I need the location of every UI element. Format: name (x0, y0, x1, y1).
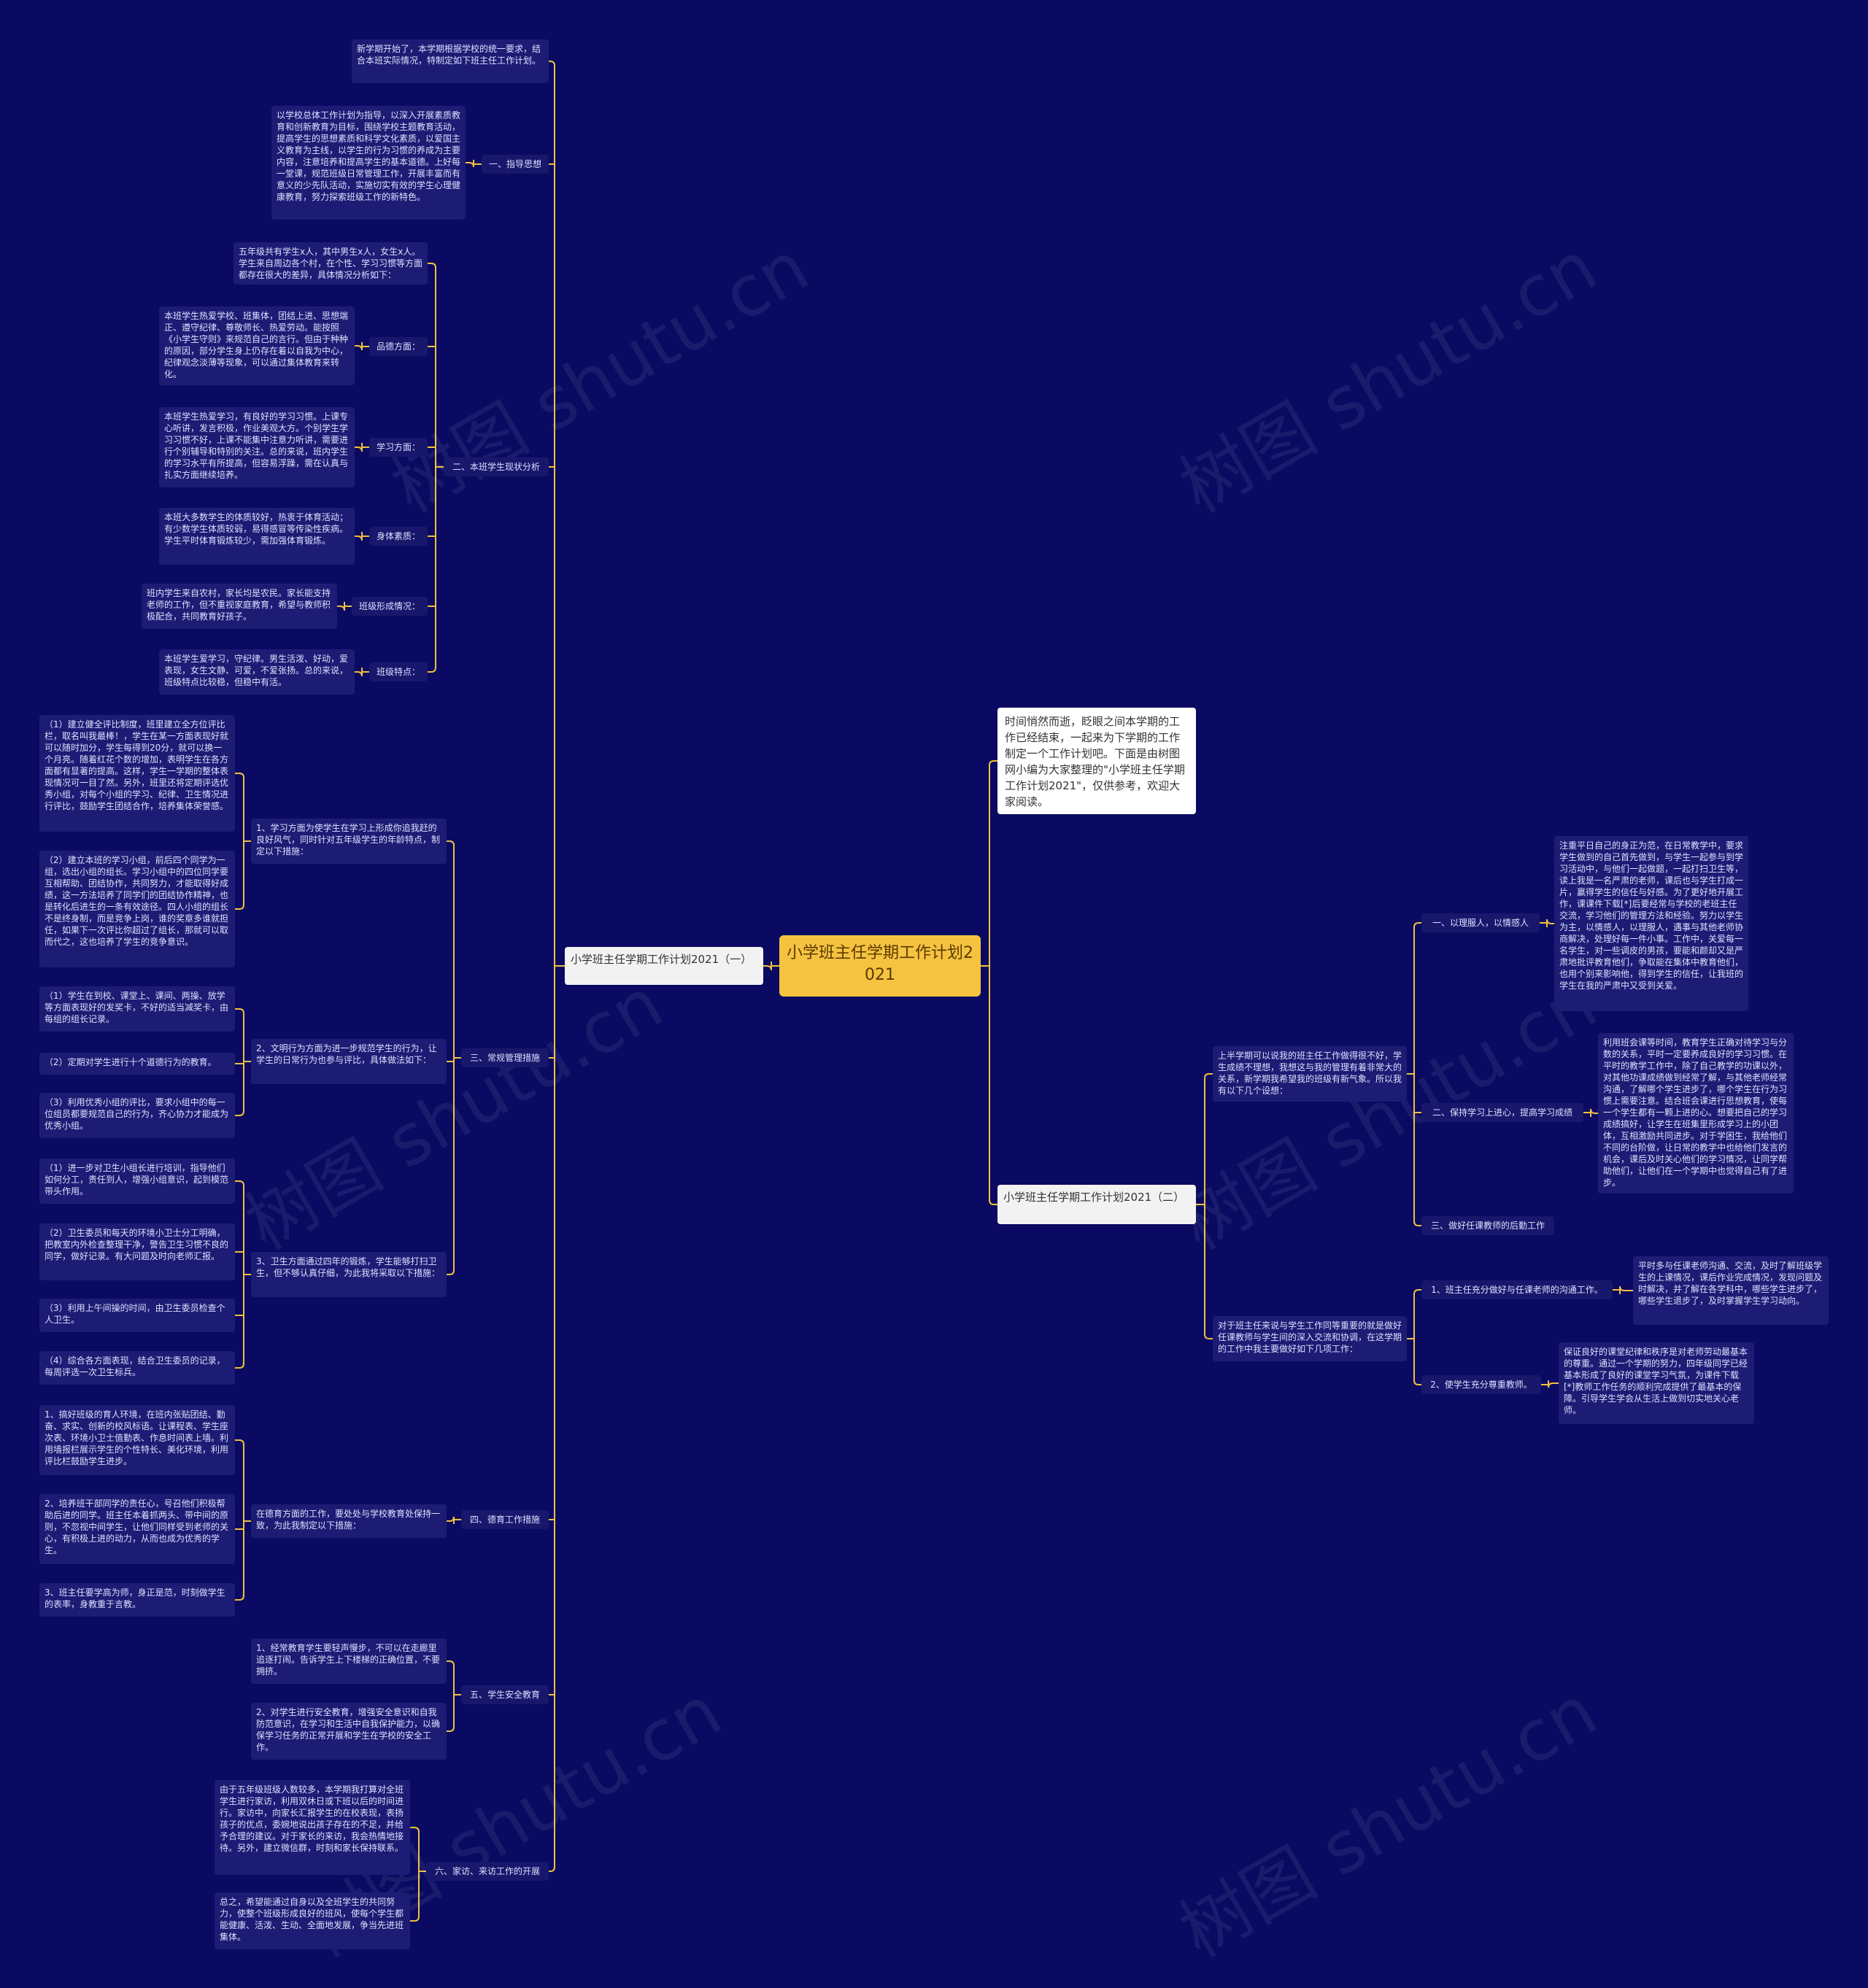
behavior-measure-item[interactable]: （1）学生在到校、课堂上、课间、两操、放学等方面表现好的发奖卡，不好的适当减奖卡… (39, 986, 235, 1032)
analysis-text-formation[interactable]: 班内学生来自农村，家长均是农民。家长能支持老师的工作，但不重视家庭教育，希望与教… (142, 584, 337, 629)
goal-label-teacher-support[interactable]: 三、做好任课教师的后勤工作 (1421, 1216, 1554, 1235)
analysis-label-formation[interactable]: 班级形成情况： (352, 597, 428, 616)
connector-line (1590, 1108, 1598, 1114)
coordination-label-respect[interactable]: 2、使学生充分尊重教师。 (1421, 1375, 1541, 1394)
analysis-text-features[interactable]: 本班学生爱学习，守纪律。男生活泼、好动，爱表现，女生文静、可爱，不爱张扬。总的来… (159, 649, 355, 695)
plan-two-goals-text[interactable]: 上半学期可以说我的班主任工作做得很不好，学生成绩不理想，我想这与我的管理有着非常… (1213, 1046, 1407, 1102)
analysis-text-study[interactable]: 本班学生热爱学习，有良好的学习习惯。上课专心听讲，发言积极，作业美观大方。个别学… (159, 407, 355, 487)
connector-line (763, 965, 772, 971)
hygiene-measure-item[interactable]: （1）进一步对卫生小组长进行培训，指导他们如何分工，责任到人，增强小组意识，起到… (39, 1159, 235, 1204)
hygiene-measure-item[interactable]: （3）利用上午间操的时间，由卫生委员检查个人卫生。 (39, 1299, 235, 1332)
study-measure-item[interactable]: （2）建立本班的学习小组，前后四个同学为一组，选出小组的组长。学习小组中的四位同… (39, 851, 235, 967)
section-routine-management[interactable]: 三、常规管理措施 (461, 1048, 549, 1067)
connector-line (355, 671, 363, 677)
section-moral-education[interactable]: 四、德育工作措施 (461, 1510, 549, 1529)
analysis-label-study[interactable]: 学习方面： (369, 438, 428, 457)
section-home-visits[interactable]: 六、家访、来访工作的开展 (426, 1862, 549, 1881)
connector-line (235, 1110, 244, 1116)
connector-line (235, 904, 244, 910)
connector-line (549, 1866, 555, 1872)
analysis-label-morality[interactable]: 品德方面： (369, 337, 428, 356)
plan-one-intro[interactable]: 新学期开始了，本学期根据学校的统一要求，结合本班实际情况，特制定如下班主任工作计… (352, 39, 549, 83)
coordination-text-respect[interactable]: 保证良好的课堂纪律和秩序是对老师劳动最基本的尊重。通过一个学期的努力，四年级同学… (1559, 1342, 1754, 1424)
connector-line (447, 1516, 455, 1522)
section-guiding-thought[interactable]: 一、指导思想 (482, 155, 549, 174)
coordination-label-communication[interactable]: 1、班主任充分做好与任课老师的沟通工作。 (1421, 1280, 1613, 1299)
goal-label-study-progress[interactable]: 二、保持学习上进心，提高学习成绩 (1421, 1103, 1583, 1122)
hygiene-measure-item[interactable]: （2）卫生委员和每天的环境小卫士分工明确，把教室内外检查整理干净，警告卫生习惯不… (39, 1223, 235, 1280)
connector-line (235, 1595, 244, 1601)
guiding-thought-text[interactable]: 以学校总体工作计划为指导，以深入开展素质教育和创新教育为目标，围绕学校主题教育活… (271, 106, 466, 220)
home-visit-item[interactable]: 总之，希望能通过自身以及全班学生的共同努力，使整个班级形成良好的班风，使每个学生… (215, 1892, 410, 1949)
goal-text-study-progress[interactable]: 利用班会课等时间，教育学生正确对待学习与分数的关系，平时一定要养成良好的学习习惯… (1598, 1033, 1794, 1194)
analysis-label-features[interactable]: 班级特点： (369, 662, 428, 681)
moral-education-text[interactable]: 在德育方面的工作，要处处与学校教育处保持一致，为此我制定以下措施： (251, 1504, 447, 1538)
behavior-measure-item[interactable]: （2）定期对学生进行十个道德行为的教育。 (39, 1053, 235, 1075)
connector-line (447, 1726, 455, 1732)
plan-two-coordination-text[interactable]: 对于班主任来说与学生工作同等重要的就是做好任课教师与学生间的深入交流和协调，在这… (1213, 1316, 1407, 1361)
routine-behavior-measures[interactable]: 2、文明行为方面为进一步规范学生的行为，让学生的日常行为也参与评比，具体做法如下… (251, 1039, 447, 1084)
connector-line (466, 162, 474, 168)
connector-line (1204, 1334, 1213, 1339)
connector-line (235, 1008, 244, 1014)
moral-education-item[interactable]: 3、班主任要学高为师，身正是范，时刻做学生的表率，身教重于言教。 (39, 1583, 235, 1617)
goal-text-reason-emotion[interactable]: 注重平日自己的身正为范，在日常教学中，要求学生做到的自己首先做到，与学生一起参与… (1554, 836, 1748, 1011)
branch-plan-two[interactable]: 小学班主任学期工作计划2021（二） (997, 1185, 1196, 1224)
analysis-text-physique[interactable]: 本班大多数学生的体质较好，热衷于体育活动；有少数学生体质较弱，易得感冒等传染性疾… (159, 508, 355, 565)
goal-label-reason-emotion[interactable]: 一、以理服人，以情感人 (1421, 913, 1540, 932)
connector-line (989, 760, 997, 766)
connector-line (235, 1439, 244, 1445)
connector-line (235, 1180, 244, 1186)
routine-hygiene-measures[interactable]: 3、卫生方面通过四年的锻炼，学生能够打扫卫生，但不够认真仔细，为此我将采取以下措… (251, 1252, 447, 1297)
connector-line (235, 773, 244, 778)
connector-line (1548, 1382, 1559, 1388)
hygiene-measure-item[interactable]: （4）综合各方面表现，结合卫生委员的记录，每周评选一次卫生标兵。 (39, 1351, 235, 1385)
connector-line (447, 840, 455, 846)
moral-education-item[interactable]: 1、搞好班级的育人环境，在班内张贴团结、勤奋、求实、创新的校风标语。让课程表、学… (39, 1405, 235, 1475)
connector-line (989, 1199, 997, 1205)
connector-line (1413, 922, 1421, 928)
connector-line (1204, 1073, 1213, 1079)
connector-line (1413, 1289, 1421, 1295)
connector-line (549, 61, 555, 66)
connector-line (1413, 1380, 1421, 1385)
connector-line (337, 606, 345, 611)
safety-education-item[interactable]: 1、经常教育学生要轻声慢步，不可以在走廊里追逐打闹。告诉学生上下楼梯的正确位置，… (251, 1639, 447, 1684)
safety-education-item[interactable]: 2、对学生进行安全教育，增强安全意识和自我防范意识，在学习和生活中自我保护能力，… (251, 1703, 447, 1760)
home-visit-item[interactable]: 由于五年级班级人数较多，本学期我打算对全班学生进行家访，利用双休日或下班以后的时… (215, 1780, 410, 1875)
section-student-analysis[interactable]: 二、本班学生现状分析 (444, 457, 549, 476)
intro-text[interactable]: 时间悄然而逝，眨眼之间本学期的工作已经结束，一起来为下学期的工作制定一个工作计划… (997, 708, 1196, 814)
connector-line (1413, 1221, 1421, 1226)
connector-line (447, 1269, 455, 1275)
connector-line (447, 1660, 455, 1666)
coordination-text-communication[interactable]: 平时多与任课老师沟通、交流，及时了解班级学生的上课情况，课后作业完成情况，发现问… (1633, 1256, 1829, 1325)
connector-line (410, 1827, 420, 1833)
connector-line (410, 1916, 420, 1922)
behavior-measure-item[interactable]: （3）利用优秀小组的评比，要求小组中的每一位组员都要规范自己的行为，齐心协力才能… (39, 1093, 235, 1138)
connector-line (355, 345, 363, 351)
connector-line (1619, 1285, 1633, 1291)
analysis-label-physique[interactable]: 身体素质： (369, 527, 428, 546)
student-analysis-overview[interactable]: 五年级共有学生x人，其中男生x人，女生x人。学生来自周边各个村，在个性、学习习惯… (234, 242, 428, 285)
connector-line (1546, 918, 1554, 924)
connector-line (428, 263, 436, 268)
study-measure-item[interactable]: （1）建立健全评比制度，班里建立全方位评比栏，取名叫我最棒！，学生在某一方面表现… (39, 715, 235, 832)
connector-line (235, 1363, 244, 1369)
analysis-text-morality[interactable]: 本班学生热爱学校、班集体，团结上进、思想端正、遵守纪律、尊敬师长、热爱劳动。能按… (159, 306, 355, 385)
connector-line (355, 535, 363, 541)
root-topic[interactable]: 小学班主任学期工作计划2021 (779, 935, 981, 997)
connector-line (428, 667, 436, 673)
moral-education-item[interactable]: 2、培养班干部同学的责任心，号召他们积极帮助后进的同学。班主任本着抓两头、带中间… (39, 1494, 235, 1564)
branch-plan-one[interactable]: 小学班主任学期工作计划2021（一） (565, 947, 763, 985)
section-safety-education[interactable]: 五、学生安全教育 (461, 1685, 549, 1704)
routine-study-measures[interactable]: 1、学习方面为使学生在学习上形成你追我赶的良好风气，同时针对五年级学生的年龄特点… (251, 819, 447, 864)
connector-line (355, 446, 363, 452)
